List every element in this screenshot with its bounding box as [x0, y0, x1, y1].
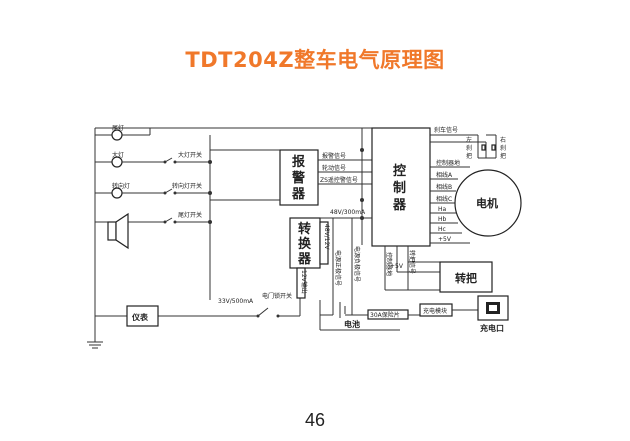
hb-label: Hb	[438, 216, 447, 223]
converter-char-3: 器	[297, 252, 312, 267]
converter-char-2: 换	[298, 236, 312, 252]
alarm-char-2: 警	[292, 170, 305, 186]
alarm-char-3: 器	[291, 187, 306, 202]
left-brake-char-2: 刹	[466, 144, 472, 152]
ha-label: Ha	[438, 206, 447, 213]
right-brake-char-2: 刹	[500, 144, 506, 152]
plus5v-label: +5V	[438, 236, 452, 243]
turn-switch-label: 转向灯开关	[172, 182, 202, 190]
tail-lamp-branch: 尾灯	[95, 124, 151, 141]
horn-icon	[107, 221, 117, 241]
head-switch-label: 大灯开关	[178, 151, 202, 159]
brake-signal-label: 刹车信号	[434, 126, 458, 134]
controller-char-3: 器	[392, 198, 407, 213]
throttle-unit: 控制器地 +5V 转把信号 转把	[384, 246, 493, 293]
turn-lamp-branch: 转向灯 转向灯开关	[95, 182, 210, 199]
right-brake-char-3: 把	[500, 152, 506, 160]
meter-label: 仪表	[131, 312, 149, 322]
power-signal-lines: 电源正极信号 电源负极信号	[332, 218, 361, 315]
throttle-label: 转把	[455, 271, 477, 285]
left-brake-char-1: 左	[466, 136, 472, 144]
head-lamp-label: 大灯	[112, 151, 124, 159]
page-title: TDT204Z整车电气原理图	[185, 48, 445, 72]
alarm-char-1: 报	[292, 155, 306, 170]
v33-label: 33V/500mA	[218, 298, 254, 305]
page-number: 46	[304, 410, 326, 430]
charge-path: 30A保险片 充电模块 充电口	[352, 295, 509, 333]
motor-unit: 电机	[454, 169, 522, 237]
fuse-label: 30A保险片	[370, 311, 400, 319]
left-brake-char-3: 把	[466, 152, 472, 160]
charge-port-label: 充电口	[480, 323, 504, 333]
ctrl-gnd-label: 控制器地	[385, 252, 393, 276]
motor-icon	[454, 169, 522, 237]
ctrl-power-label: 控制器地	[436, 159, 460, 167]
conv-out-label: 12V输出	[300, 270, 308, 294]
door-lock-label: 电门锁开关	[262, 292, 292, 300]
battery-unit: 电池	[319, 300, 400, 331]
turn-lamp-label: 转向灯	[112, 182, 130, 190]
tail-switch-label: 尾灯开关	[178, 211, 202, 219]
remote-signal-label: ZS遥控警信号	[320, 176, 358, 184]
tail-lamp-label: 尾灯	[112, 124, 124, 132]
controller-char-1: 控	[393, 163, 406, 179]
conv-v-label: 48V/12V	[323, 224, 330, 250]
phase-b-label: 相线B	[436, 183, 452, 191]
motor-label: 电机	[476, 196, 498, 210]
phase-a-label: 相线A	[436, 171, 453, 179]
horn-branch: 尾灯开关	[95, 211, 210, 250]
wheel-signal-label: 轮动信号	[322, 164, 346, 172]
throttle-signal-label: 转把信号	[408, 250, 416, 274]
head-lamp-branch: 大灯 大灯开关	[95, 151, 210, 168]
converter-unit: 转 换 器 48V/300mA 48V/12V 12V输出	[289, 209, 372, 299]
phase-c-label: 相线C	[436, 195, 452, 203]
controller-unit: 控 制 器 刹车信号 左 刹 把 右 刹 把 控制器地 相线A 相线B 相线C	[371, 126, 506, 247]
alarm-unit: 报 警 器 报警信号 轮动信号 ZS遥控警信号	[210, 149, 372, 206]
hc-label: Hc	[438, 226, 446, 233]
battery-label: 电池	[344, 319, 360, 329]
power-pos-label: 电源正极信号	[334, 250, 342, 286]
junction-dots	[208, 148, 364, 224]
controller-char-2: 制	[393, 180, 406, 196]
meter-unit: 仪表 33V/500mA 电门锁开关	[126, 292, 292, 327]
charge-module-label: 充电模块	[423, 307, 447, 315]
converter-char-1: 转	[298, 221, 311, 237]
alarm-signal-label: 报警信号	[322, 152, 346, 160]
plus5v-b-label: +5V	[390, 263, 404, 270]
power-neg-label: 电源负极信号	[353, 246, 361, 282]
right-brake-char-1: 右	[500, 136, 506, 144]
v48-label: 48V/300mA	[330, 209, 366, 216]
